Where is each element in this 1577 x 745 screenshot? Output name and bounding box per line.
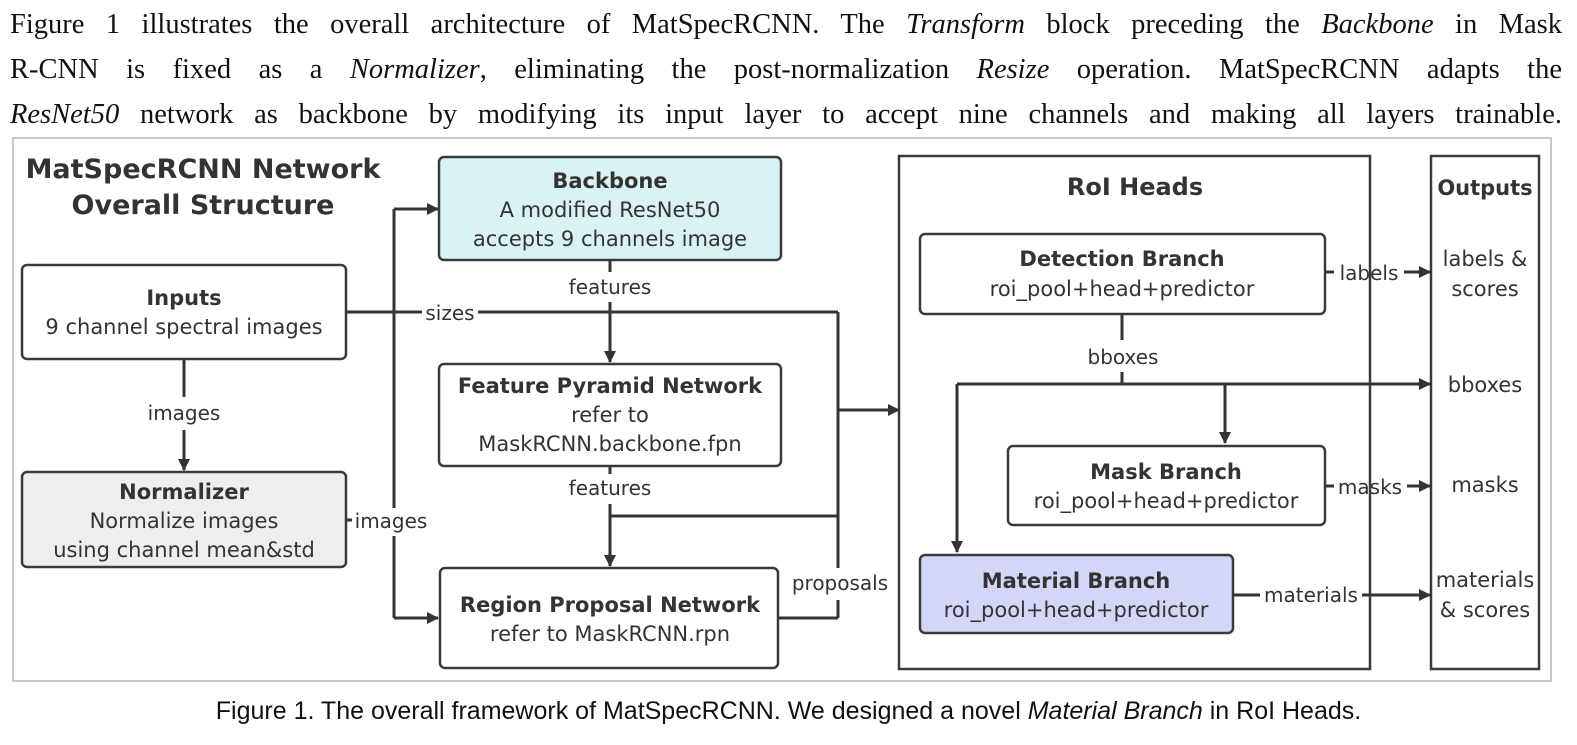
detection-branch-title: Detection Branch: [1019, 247, 1224, 271]
rpn-title: Region Proposal Network: [460, 593, 761, 617]
text-run: Figure 1 illustrates the overall archite…: [10, 9, 907, 40]
backbone-desc-1: A modified ResNet50: [500, 198, 721, 222]
text-run: operation. MatSpecRCNN adapts the: [1049, 54, 1562, 85]
mask-branch-desc: roi_pool+head+predictor: [1034, 489, 1299, 514]
caption-text: Figure 1. The overall framework of MatSp…: [215, 697, 1028, 725]
normalizer-box: [20, 470, 348, 569]
detection-branch-box: [918, 232, 1327, 316]
fpn-desc-1: refer to: [571, 403, 649, 427]
roi-heads-title: RoI Heads: [1067, 173, 1203, 201]
fpn-title: Feature Pyramid Network: [458, 374, 763, 398]
edge-label-masks: masks: [1338, 475, 1402, 499]
fpn-box: [437, 362, 783, 468]
edge-label-proposals: proposals: [792, 571, 888, 595]
diagram-title-line-1: MatSpecRCNN Network: [26, 154, 382, 185]
diagram-title-line-2: Overall Structure: [72, 190, 335, 221]
figure-caption: Figure 1. The overall framework of MatSp…: [0, 697, 1577, 726]
inputs-title: Inputs: [146, 286, 221, 310]
rpn-desc: refer to MaskRCNN.rpn: [490, 622, 730, 646]
normalizer-title: Normalizer: [119, 480, 249, 504]
backbone-title: Backbone: [552, 169, 667, 193]
outputs-container: [1429, 154, 1541, 671]
italic-term: ResNet50: [10, 99, 120, 130]
output-bboxes: bboxes: [1448, 373, 1523, 397]
edge-label-images-down: images: [148, 401, 221, 425]
inputs-box: [20, 263, 348, 361]
roi-heads-container: [897, 154, 1372, 671]
text-run: R-CNN is fixed as a: [10, 54, 350, 85]
text-run: network as backbone by modifying its inp…: [119, 99, 1562, 130]
fpn-desc-2: MaskRCNN.backbone.fpn: [478, 432, 741, 456]
text-run: , eliminating the post-normalization: [479, 54, 977, 85]
rpn-box: [438, 566, 780, 670]
output-materials-line-1: materials: [1436, 568, 1535, 592]
italic-term: Resize: [976, 54, 1050, 85]
normalizer-desc-2: using channel mean&std: [53, 538, 315, 562]
normalizer-desc-1: Normalize images: [90, 509, 279, 533]
text-run: in Mask: [1433, 9, 1563, 40]
edge-label-sizes: sizes: [425, 301, 474, 325]
caption-text: in RoI Heads.: [1202, 697, 1362, 725]
connectors: [178, 203, 1431, 624]
inputs-desc: 9 channel spectral images: [45, 315, 322, 339]
edge-label-bboxes: bboxes: [1088, 345, 1159, 369]
detection-branch-desc: roi_pool+head+predictor: [990, 277, 1255, 302]
material-branch-desc: roi_pool+head+predictor: [944, 598, 1209, 623]
edge-label-features-fpn: features: [569, 476, 652, 500]
paragraph-line-2: R-CNN is fixed as a Normalizer, eliminat…: [10, 47, 1562, 92]
output-masks: masks: [1451, 473, 1518, 497]
material-branch-title: Material Branch: [982, 569, 1170, 593]
edge-label-labels: labels: [1340, 261, 1399, 285]
italic-term: Transform: [906, 9, 1025, 40]
mask-branch-title: Mask Branch: [1090, 460, 1242, 484]
backbone-desc-2: accepts 9 channels image: [473, 227, 747, 251]
caption-italic-term: Material Branch: [1027, 697, 1203, 725]
paragraph-line-1: Figure 1 illustrates the overall archite…: [10, 2, 1562, 47]
body-paragraph: Figure 1 illustrates the overall archite…: [10, 2, 1562, 137]
output-labels-line-1: labels &: [1443, 247, 1528, 271]
edge-label-features-backbone: features: [569, 275, 652, 299]
backbone-box: [437, 155, 783, 262]
edge-label-images-normalizer: images: [355, 509, 428, 533]
paragraph-line-3: ResNet50 network as backbone by modifyin…: [10, 92, 1562, 137]
mask-branch-box: [1006, 444, 1327, 527]
italic-term: Normalizer: [349, 54, 480, 85]
italic-term: Backbone: [1321, 9, 1434, 40]
edge-label-materials: materials: [1264, 583, 1358, 607]
material-branch-box: [918, 553, 1235, 635]
outputs-title: Outputs: [1437, 176, 1532, 200]
output-labels-line-2: scores: [1451, 277, 1518, 301]
output-materials-line-2: & scores: [1440, 598, 1530, 622]
text-run: block preceding the: [1024, 9, 1322, 40]
